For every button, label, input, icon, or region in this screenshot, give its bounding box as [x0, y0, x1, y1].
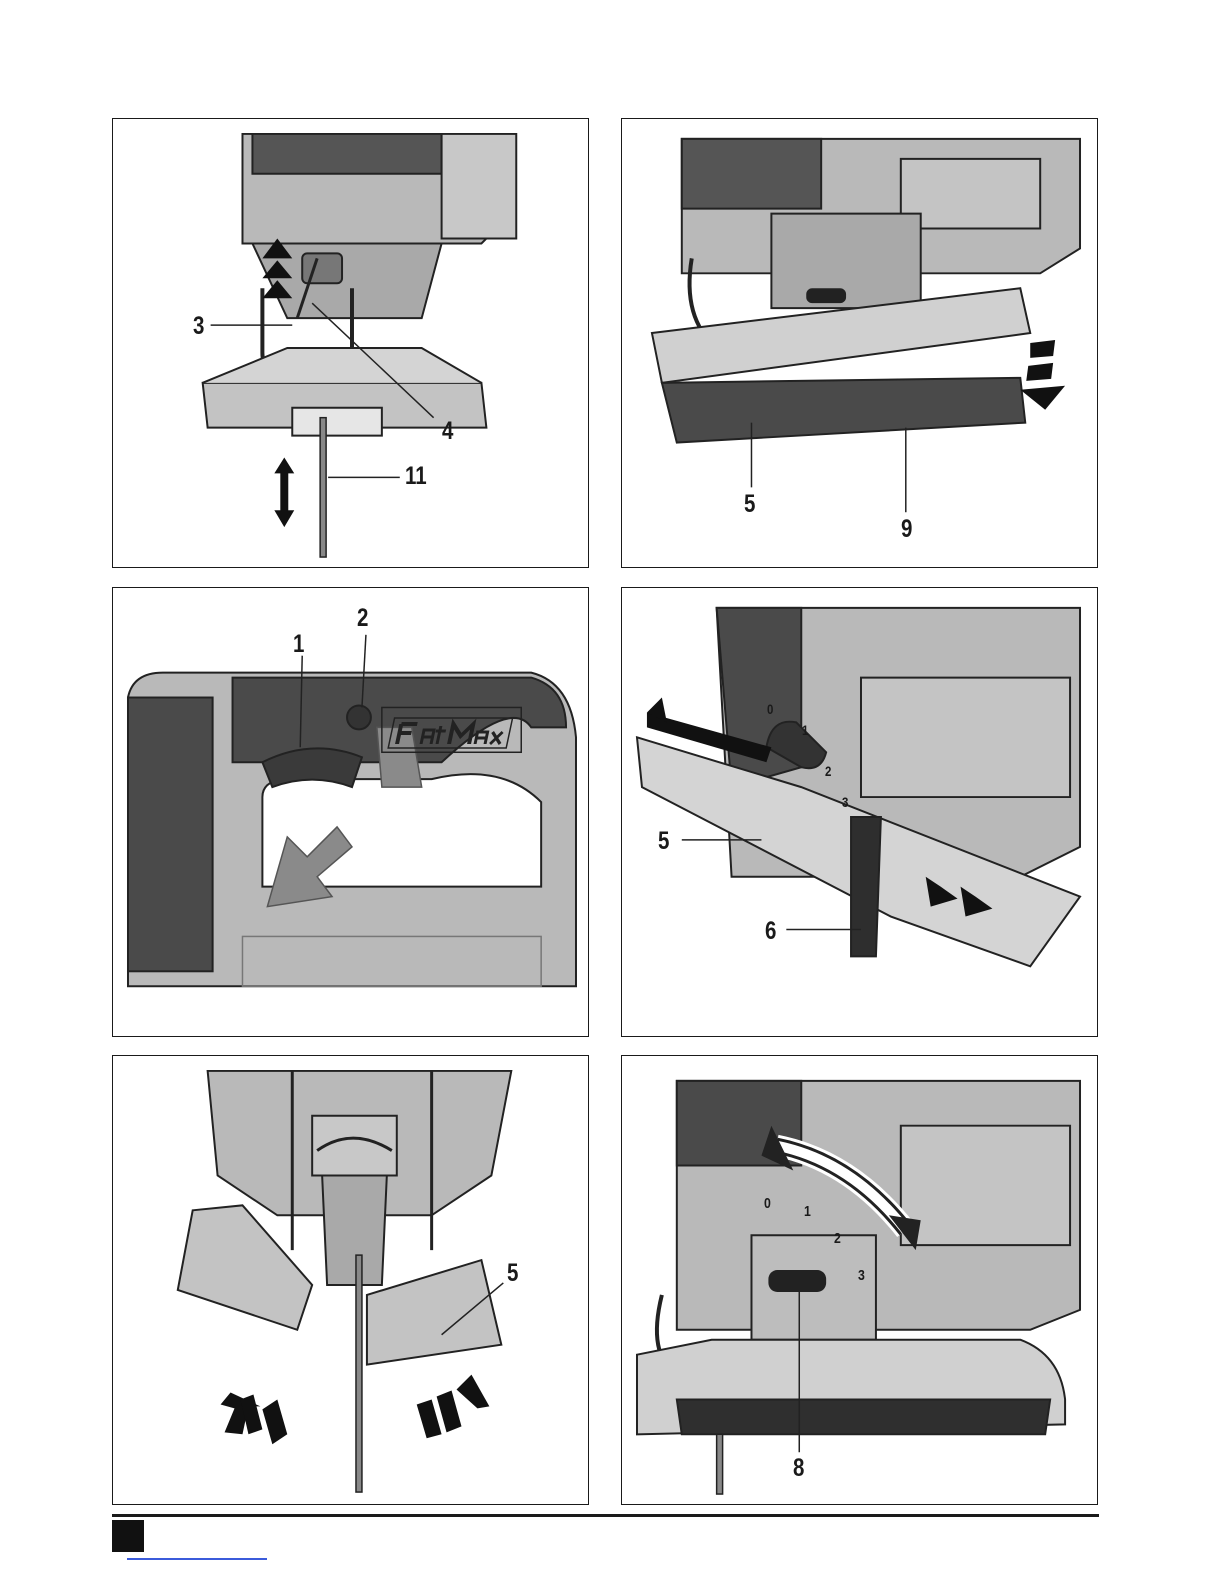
- callout-11: 11: [405, 464, 427, 489]
- scale-mark-3: 3: [858, 1268, 865, 1283]
- scale-mark-2: 2: [825, 764, 831, 778]
- callout-8: 8: [793, 1456, 804, 1481]
- scale-mark-0: 0: [764, 1196, 771, 1211]
- callout-1: 1: [293, 632, 304, 657]
- callout-6: 6: [765, 919, 776, 944]
- scale-mark-3: 3: [842, 795, 848, 809]
- callout-3: 3: [193, 314, 204, 339]
- jigsaw-shoe-release-lever-illustration: [622, 588, 1097, 1036]
- callout-5: 5: [507, 1261, 518, 1286]
- callout-9: 9: [901, 517, 912, 542]
- fatmax-logo: [385, 716, 517, 750]
- jigsaw-side-bevel-shoe-illustration: [622, 119, 1097, 567]
- footer-link-underline[interactable]: [127, 1558, 267, 1560]
- figure-2: 5 9: [621, 118, 1098, 568]
- scale-mark-1: 1: [804, 1204, 811, 1219]
- scale-mark-0: 0: [767, 702, 773, 716]
- scale-mark-1: 1: [802, 723, 808, 737]
- page-number-marker: [112, 1520, 144, 1552]
- scale-mark-2: 2: [834, 1231, 841, 1246]
- callout-4: 4: [442, 419, 453, 444]
- jigsaw-handle-trigger-lock-illustration: [113, 588, 588, 1036]
- callout-5: 5: [744, 492, 755, 517]
- figure-6: 8 0 1 2 3: [621, 1055, 1098, 1505]
- callout-5: 5: [658, 829, 669, 854]
- figure-1: 3 4 11: [112, 118, 589, 568]
- jigsaw-front-blade-clamp-illustration: [113, 119, 588, 567]
- figure-4: 5 6 0 1 2 3: [621, 587, 1098, 1037]
- figure-3: 1 2: [112, 587, 589, 1037]
- callout-2: 2: [357, 606, 368, 631]
- footer-rule: [112, 1514, 1099, 1517]
- figure-5: 5: [112, 1055, 589, 1505]
